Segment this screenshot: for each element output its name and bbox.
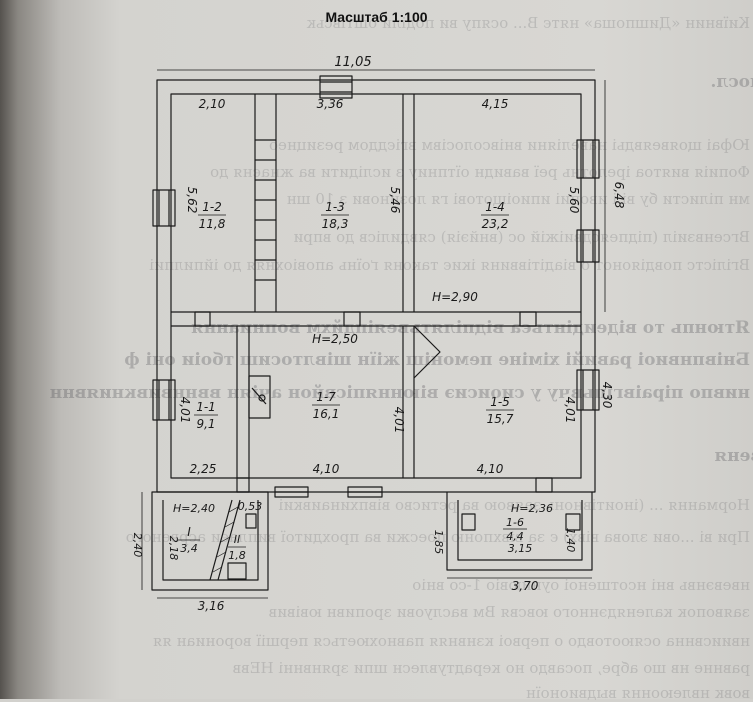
ceiling-height-annex-left: H=2,40 [173, 502, 215, 515]
dim-overall-width: 11,05 [334, 55, 371, 70]
window [274, 486, 309, 498]
dim-width-1-2: 2,10 [199, 97, 226, 111]
window [576, 229, 600, 263]
room-id-1-4: 1-4 [485, 200, 505, 214]
toilet [227, 562, 247, 580]
dim-front-width-3: 4,10 [477, 462, 504, 476]
door [194, 311, 211, 327]
dim-front-width-1: 2,25 [190, 462, 217, 476]
dim-overall-height: 6,48 [612, 182, 626, 209]
dim-width-1-6: 3,15 [508, 542, 533, 555]
room-area-1-3: 18,3 [322, 217, 349, 231]
door [343, 311, 361, 327]
dim-height-I: 2,18 [167, 536, 180, 561]
room-id-1-1: 1-1 [196, 400, 216, 414]
room-area-1-1: 9,1 [196, 417, 215, 431]
dim-annex-left-depth: 2,40 [131, 533, 144, 558]
outer-wall [156, 79, 596, 493]
annex-wall [151, 491, 269, 591]
window [576, 139, 600, 179]
dim-right-wall-front: 4,30 [600, 382, 614, 409]
outer-wall-inner [170, 93, 582, 479]
room-id-1-7: 1-7 [316, 390, 336, 404]
washbasin [245, 513, 257, 529]
partition-wall [402, 94, 415, 312]
room-id-1-6: 1-6 [506, 516, 524, 529]
room-area-1-2: 11,8 [199, 217, 226, 231]
dim-height-1-2: 5,62 [185, 187, 199, 214]
hatch [212, 506, 239, 573]
room-id-1-3: 1-3 [325, 200, 345, 214]
room-id-I: I [187, 525, 191, 539]
dim-annex-width-left: 3,16 [198, 599, 225, 613]
dim-width-II: 0,53 [238, 500, 263, 513]
room-area-1-6: 4,4 [506, 530, 524, 543]
heater [461, 513, 476, 531]
room-id-II: II [234, 533, 241, 546]
partition-wall [254, 94, 277, 312]
dim-front-width-2: 4,10 [313, 462, 340, 476]
ceiling-height-annex-right: H=2,36 [511, 502, 553, 515]
dim-height-1-3: 5,46 [388, 187, 402, 214]
window [576, 369, 600, 411]
stove [248, 375, 271, 419]
ceiling-height-rear: H=2,90 [432, 290, 478, 304]
dim-height-1-1: 4,01 [178, 397, 192, 424]
dim-width-1-4: 4,15 [482, 97, 509, 111]
room-id-1-2: 1-2 [202, 200, 222, 214]
ceiling-height-front: H=2,50 [312, 332, 358, 346]
partition-wall [402, 326, 415, 478]
door [519, 311, 537, 327]
annex-partition [209, 499, 241, 581]
window [319, 75, 353, 99]
scale-title: Масштаб 1:100 [325, 9, 428, 25]
dim-height-1-7: 4,01 [392, 407, 406, 434]
dim-annex-right-depth: 1,85 [432, 530, 445, 555]
room-area-1-7: 16,1 [313, 407, 340, 421]
window [347, 486, 383, 498]
dim-height-1-4: 5,60 [567, 187, 581, 214]
room-area-I: 3,4 [180, 542, 198, 555]
annex-wall [446, 492, 593, 571]
dim-width-1-3: 3,36 [317, 97, 344, 111]
ladder [255, 139, 276, 281]
dim-annex-width-right: 3,70 [512, 579, 539, 593]
partition-wall [171, 311, 581, 327]
annex-wall [457, 500, 583, 561]
room-id-1-5: 1-5 [490, 395, 510, 409]
heater [565, 513, 581, 531]
room-area-1-4: 23,2 [482, 217, 509, 231]
door [535, 477, 553, 493]
window [152, 379, 176, 421]
dim-height-1-5: 4,01 [563, 397, 577, 424]
corridor-line [413, 325, 441, 379]
window [152, 189, 176, 227]
room-area-II: 1,8 [228, 549, 246, 562]
room-area-1-5: 15,7 [487, 412, 514, 426]
partition-wall [236, 326, 250, 478]
door [236, 477, 250, 493]
dim-height-1-6: 1,40 [564, 528, 577, 553]
